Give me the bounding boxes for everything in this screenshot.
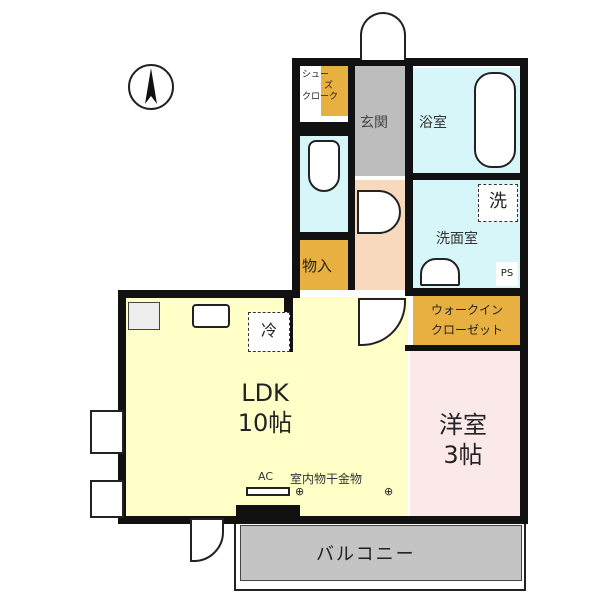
- western-name: 洋室: [439, 411, 487, 439]
- wic-label: ウォークイン クローゼット: [424, 300, 510, 340]
- shoes-closet-label: シュー ズ クローク: [302, 70, 338, 103]
- wall: [405, 173, 525, 180]
- toilet-icon: [308, 140, 340, 192]
- ldk-name: LDK: [241, 379, 289, 407]
- ldk-size: 10帖: [237, 409, 293, 437]
- shoes-line1: シュー: [302, 70, 330, 80]
- drying-hook-icon: ⊕: [295, 485, 305, 498]
- storage-closet: [300, 240, 348, 290]
- toilet-door[interactable]: [357, 190, 401, 234]
- balcony-floor: [240, 525, 522, 581]
- fridge-mark: 冷: [248, 312, 290, 352]
- drying-hook-icon: ⊕: [384, 485, 394, 498]
- wall: [405, 288, 525, 296]
- wall: [120, 290, 300, 298]
- wall: [118, 516, 528, 524]
- north-arrow-icon: [128, 64, 174, 110]
- washroom-label: 洗面室: [436, 231, 478, 247]
- wall: [405, 345, 525, 351]
- stove-icon: [128, 302, 160, 330]
- western-size: 3帖: [443, 441, 483, 469]
- kitchen-sink-icon: [192, 304, 230, 328]
- balcony-side-door[interactable]: [190, 518, 224, 562]
- wall: [118, 290, 126, 524]
- window[interactable]: [90, 410, 124, 454]
- wall: [292, 58, 526, 66]
- ac-label: AC: [258, 470, 274, 483]
- shoes-line2: ズ: [324, 81, 334, 91]
- wic-line1: ウォークイン: [430, 303, 503, 317]
- wall: [348, 66, 355, 290]
- window[interactable]: [90, 480, 124, 518]
- wall: [300, 122, 355, 136]
- bath-label: 浴室: [419, 115, 447, 131]
- balcony-label: バルコニー: [316, 544, 416, 565]
- sink-icon: [420, 258, 460, 286]
- wall: [300, 232, 355, 240]
- storage-label: 物入: [302, 257, 333, 275]
- wic-line2: クローゼット: [430, 323, 503, 337]
- ac-unit-icon: [246, 487, 290, 496]
- ldk-label: LDK 10帖: [230, 378, 300, 438]
- wall: [405, 66, 413, 296]
- entrance-area: [355, 66, 405, 176]
- drying-rail-label: 室内物干金物: [290, 472, 363, 486]
- wall: [292, 58, 300, 298]
- front-door[interactable]: [360, 12, 406, 60]
- walk-in-closet: [413, 296, 520, 346]
- wall: [236, 505, 300, 518]
- entrance-label: 玄関: [360, 115, 388, 131]
- shoes-line3: クローク: [302, 92, 339, 102]
- shoes-closet-fill: [321, 66, 348, 116]
- western-room: [410, 350, 520, 517]
- bathtub-icon: [474, 72, 516, 168]
- ps-label: PS: [496, 262, 518, 286]
- western-room-label: 洋室 3帖: [428, 410, 498, 470]
- washer-mark: 洗: [478, 184, 518, 222]
